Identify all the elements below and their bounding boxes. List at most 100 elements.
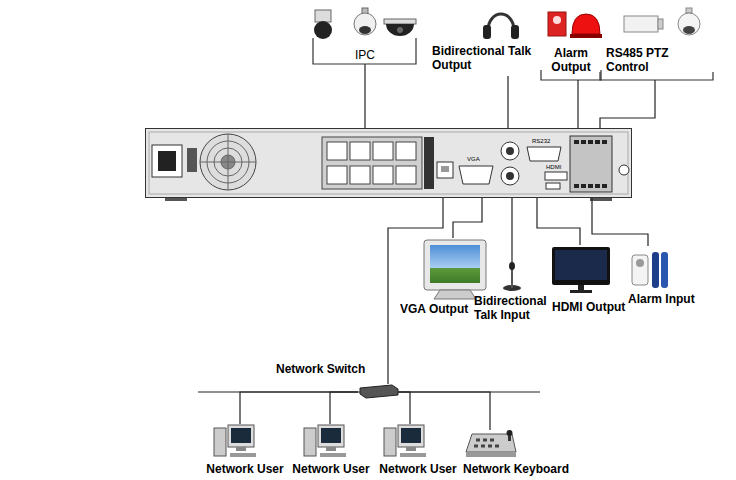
device-label: Bidirectional Talk Output bbox=[432, 44, 548, 72]
device-label: IPC bbox=[310, 48, 420, 62]
siren-box bbox=[548, 12, 566, 36]
tv-screen bbox=[555, 250, 607, 280]
tv-stand bbox=[570, 290, 592, 293]
poe-port bbox=[396, 142, 416, 160]
pc-stand bbox=[236, 447, 246, 451]
device-label: Network Switch bbox=[276, 362, 365, 376]
workstation-icon bbox=[214, 425, 256, 457]
mic-stem bbox=[511, 268, 513, 288]
cable-connector bbox=[453, 198, 482, 238]
port-label: VGA bbox=[467, 156, 480, 163]
jack-center bbox=[506, 147, 514, 155]
terminal-block bbox=[570, 136, 612, 192]
ptz-control-device: RS485 PTZ Control bbox=[598, 6, 714, 80]
tv-stand bbox=[578, 285, 584, 290]
pc-keyboard bbox=[320, 453, 346, 457]
decoder-side bbox=[658, 19, 663, 29]
device-label: VGA Output bbox=[400, 302, 468, 316]
cable-connector bbox=[537, 198, 580, 245]
joystick-knob bbox=[507, 430, 513, 436]
poe-port bbox=[350, 142, 370, 160]
ground-screw bbox=[619, 165, 629, 175]
fan-guard bbox=[200, 134, 256, 190]
power-switch bbox=[187, 148, 197, 172]
panel-rim bbox=[149, 132, 628, 194]
workstation-icon bbox=[384, 425, 426, 457]
audio-out-jack bbox=[501, 142, 519, 160]
pc-tower bbox=[384, 428, 396, 456]
terminal-pins bbox=[574, 142, 607, 186]
camera-lens bbox=[359, 26, 371, 34]
device-label: Alarm Input bbox=[628, 292, 695, 306]
beam-sensor bbox=[661, 252, 668, 288]
network-switch: Network Switch bbox=[358, 384, 398, 398]
device-label: Alarm Output bbox=[540, 46, 602, 74]
keyboard-front bbox=[466, 452, 516, 457]
port-label: RS232 bbox=[532, 138, 550, 145]
network-user: Network User bbox=[375, 424, 463, 478]
camera-mount bbox=[315, 10, 331, 22]
pir-sensor bbox=[632, 255, 648, 285]
device-label: Network Keyboard bbox=[460, 462, 572, 476]
pir-lens bbox=[636, 259, 644, 267]
camera-lens bbox=[683, 26, 695, 34]
headphone-band bbox=[488, 14, 514, 30]
pc-stand bbox=[406, 447, 416, 451]
panel-foot bbox=[590, 198, 612, 201]
control-keyboard bbox=[466, 434, 516, 452]
pc-monitor bbox=[398, 425, 424, 447]
panel-foot bbox=[165, 198, 187, 201]
speed-dome-camera bbox=[314, 21, 332, 39]
poe-port bbox=[350, 166, 370, 184]
pc-screen bbox=[231, 428, 251, 443]
fan-grille bbox=[200, 134, 256, 190]
poe-port bbox=[327, 166, 347, 184]
device-label: RS485 PTZ Control bbox=[606, 46, 706, 74]
rs232-port bbox=[527, 147, 561, 161]
pc-screen bbox=[321, 428, 341, 443]
ptz-camera bbox=[678, 13, 700, 35]
dome-camera bbox=[386, 24, 414, 36]
alarm-output-device: Alarm Output bbox=[540, 6, 604, 80]
poe-port bbox=[373, 166, 393, 184]
usb-port bbox=[546, 183, 560, 189]
port-label: HDMI bbox=[546, 164, 561, 171]
strobe-base bbox=[570, 34, 602, 38]
poe-port bbox=[373, 142, 393, 160]
audio-in-jack bbox=[501, 167, 519, 185]
strobe-dome bbox=[572, 14, 600, 34]
mic-head bbox=[509, 262, 515, 270]
cable-connector bbox=[511, 198, 512, 262]
pc-keyboard bbox=[230, 453, 256, 457]
switch-icon bbox=[360, 385, 398, 398]
camera-group: IPC bbox=[310, 6, 422, 64]
hdmi-port bbox=[545, 172, 567, 180]
power-socket bbox=[152, 145, 182, 177]
device-label: Network User bbox=[375, 462, 461, 476]
cable-connector bbox=[398, 392, 490, 430]
beam-sensor bbox=[652, 252, 659, 288]
headphone-cup bbox=[511, 25, 519, 39]
keyboard-keys bbox=[474, 440, 499, 446]
vga-port bbox=[459, 166, 493, 184]
poe-port bbox=[327, 142, 347, 160]
pc-monitor bbox=[318, 425, 344, 447]
device-label: Network User bbox=[288, 462, 374, 476]
monitor-screen bbox=[430, 245, 480, 283]
power-socket-inner bbox=[158, 151, 176, 171]
cable-connector bbox=[600, 80, 655, 128]
lan-port bbox=[437, 162, 453, 178]
hdmi-display: HDMI Output bbox=[552, 245, 628, 315]
tv-frame bbox=[552, 247, 610, 285]
cable-connector bbox=[592, 198, 648, 246]
network-user: Network User bbox=[202, 424, 290, 478]
pc-keyboard bbox=[400, 453, 426, 457]
camera-lens bbox=[397, 27, 403, 33]
talk-output-device: Bidirectional Talk Output bbox=[432, 6, 550, 76]
pc-screen bbox=[401, 428, 421, 443]
jack-center bbox=[506, 172, 514, 180]
cable-connector bbox=[364, 64, 365, 128]
dome-ring bbox=[384, 19, 416, 24]
